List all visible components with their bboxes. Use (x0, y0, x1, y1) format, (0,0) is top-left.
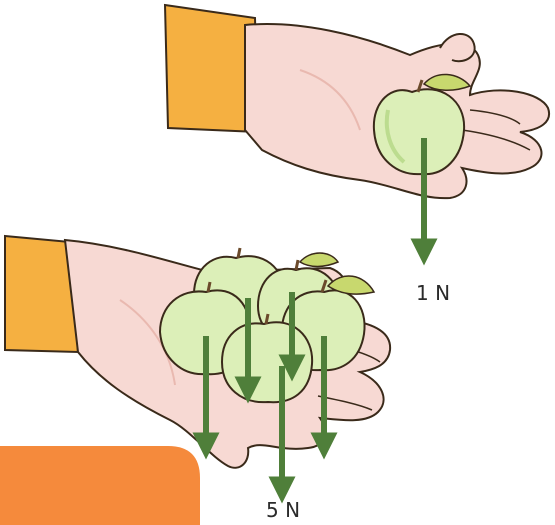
bottom-force-label: 5 N (266, 498, 300, 522)
orange-band (0, 446, 200, 525)
top-force-label: 1 N (416, 281, 450, 305)
